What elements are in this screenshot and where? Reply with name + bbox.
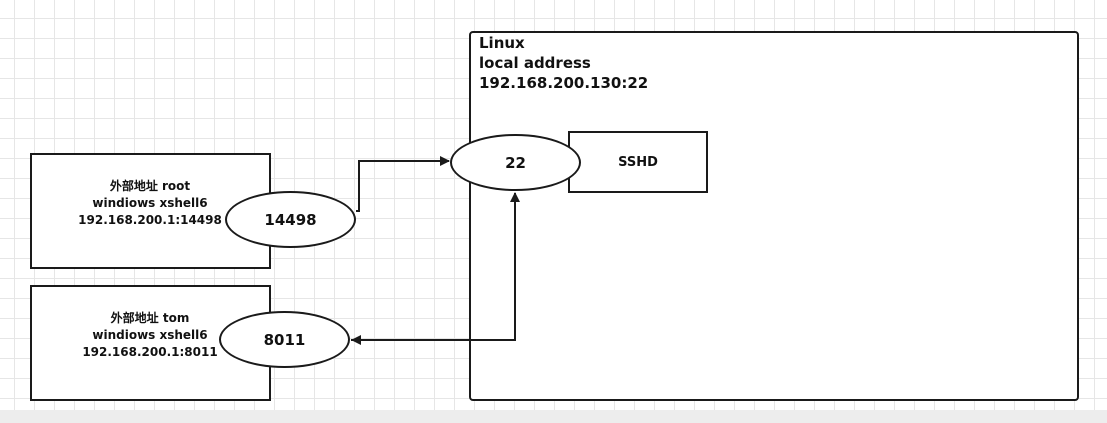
client-tom-name: 外部地址 tom xyxy=(110,311,190,325)
client-root-name: 外部地址 root xyxy=(109,179,191,193)
port-8011-label: 8011 xyxy=(263,330,306,349)
arrowhead-at-8011 xyxy=(351,335,361,345)
connector-14498-to-22 xyxy=(356,156,450,212)
port-22-ellipse: 22 xyxy=(450,134,581,191)
client-tom-app: windiows xshell6 xyxy=(92,328,208,342)
client-tom-label: 外部地址 tom windiows xshell6 192.168.200.1:… xyxy=(70,310,230,361)
client-root-address: 192.168.200.1:14498 xyxy=(78,213,222,227)
client-root-app: windiows xshell6 xyxy=(92,196,208,210)
client-tom-address: 192.168.200.1:8011 xyxy=(82,345,218,359)
port-8011-ellipse: 8011 xyxy=(219,311,350,368)
port-14498-ellipse: 14498 xyxy=(225,191,356,248)
port-14498-label: 14498 xyxy=(264,210,317,229)
connector-8011-to-22 xyxy=(351,192,520,341)
bottom-scroll-bar[interactable] xyxy=(0,410,1107,423)
linux-host-box xyxy=(469,31,1079,401)
client-root-label: 外部地址 root windiows xshell6 192.168.200.1… xyxy=(70,178,230,229)
linux-local-address-label: local address xyxy=(479,54,591,72)
port-22-label: 22 xyxy=(505,153,526,172)
linux-host-label: Linux local address 192.168.200.130:22 xyxy=(479,33,648,93)
linux-title: Linux xyxy=(479,34,525,52)
linux-ip-address: 192.168.200.130:22 xyxy=(479,74,649,92)
sshd-label: SSHD xyxy=(618,154,658,170)
